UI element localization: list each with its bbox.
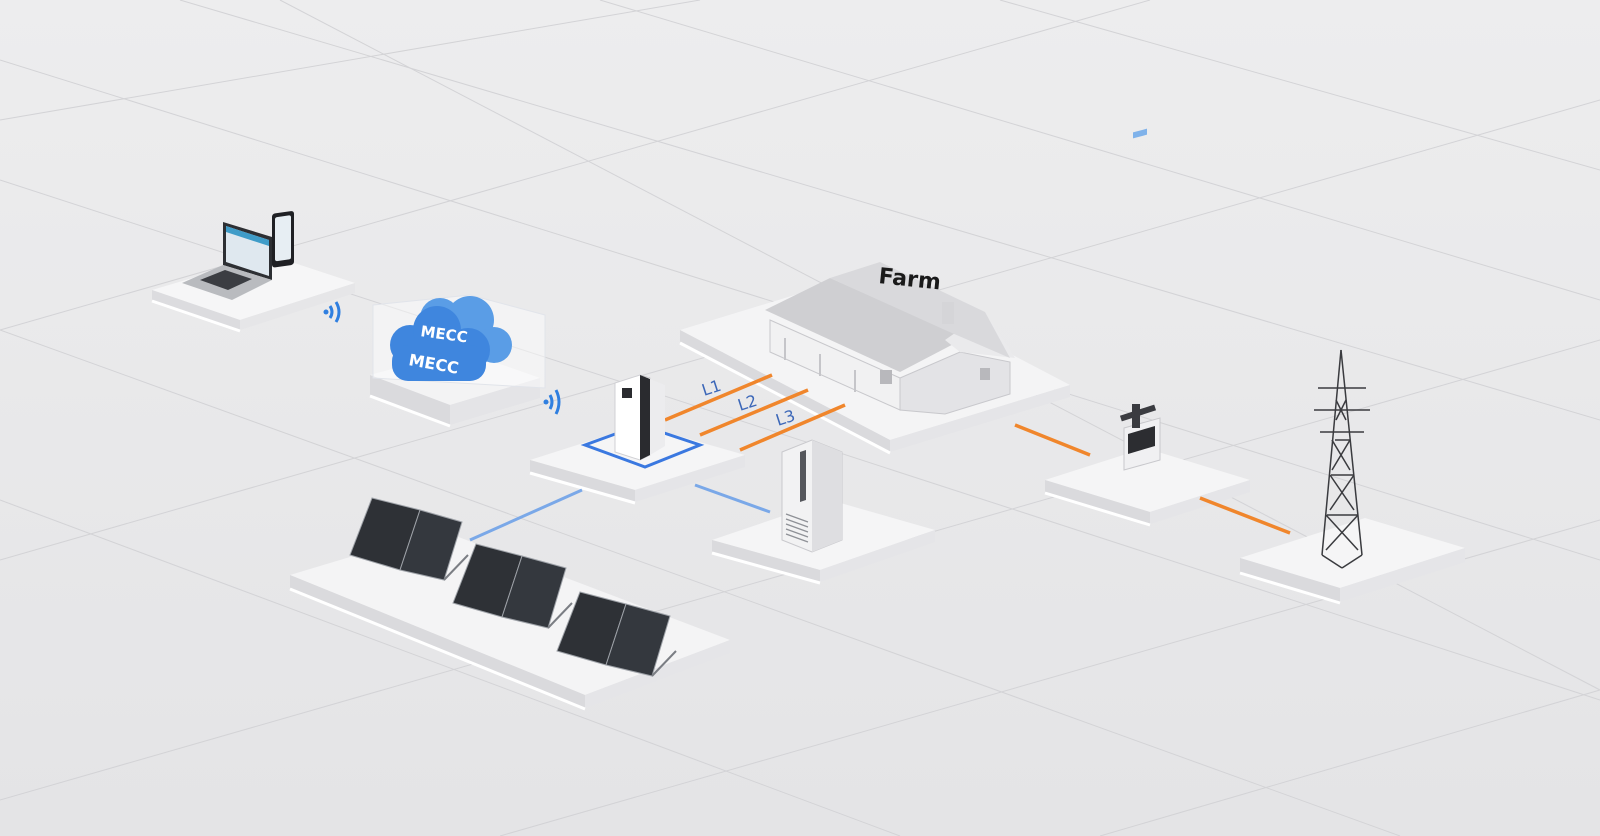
phone-icon [272,211,294,268]
transmission-tower-icon [1314,349,1370,569]
platform-grid [1239,518,1465,605]
phase-label-l1: L1 [699,376,723,400]
phase-label-l3: L3 [773,406,797,430]
ac-lines [664,373,1291,535]
solar-panel-icon [349,497,677,677]
dc-lines [469,483,771,542]
phase-label-l2: L2 [735,391,759,415]
battery-cabinet-icon [781,439,843,553]
wifi-icon [323,301,341,323]
wifi-icon [543,389,561,415]
cloud-icon: MECC MECC [372,294,546,389]
smart-meter-icon [1119,128,1161,471]
house-icon [765,262,1015,415]
laptop-icon [182,222,272,300]
platform-meter [1044,448,1250,527]
inverter-icon [580,374,705,469]
